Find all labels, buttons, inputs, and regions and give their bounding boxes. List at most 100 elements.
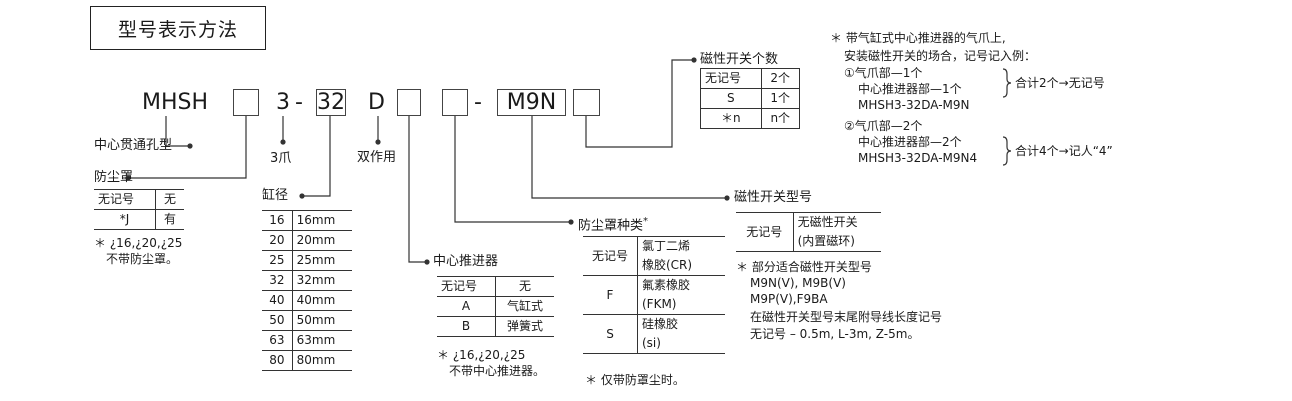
switch-model-note-1: ＊ 部分适合磁性开关型号 (736, 260, 872, 274)
switch-model-note-3: M9P(V),F9BA (750, 292, 828, 306)
example-2-c: MHSH3-32DA-M9N4 (858, 151, 978, 165)
pusher-note-2: 不带中心推进器。 (449, 364, 546, 378)
table-cell: F (583, 275, 638, 315)
table-cell: ＊n (700, 108, 762, 129)
example-line-1: ＊ 带气缸式中心推进器的气爪上, (830, 31, 1006, 45)
table-cell: n个 (760, 108, 800, 129)
table-cell: 20 (262, 230, 293, 251)
label-switch-model: 磁性开关型号 (734, 190, 813, 205)
label-double-acting: 双作用 (357, 150, 397, 165)
switch-model-note-4: 在磁性开关型号末尾附导线长度记号 (750, 310, 943, 324)
table-cell: 无记号 (736, 212, 794, 252)
code-prefix: MHSH (142, 90, 209, 115)
table-cell: 弹簧式 (495, 316, 554, 337)
table-cell: 16 (262, 210, 293, 231)
table-cell: 无记号 (437, 276, 496, 297)
example-1-a: ①气爪部—1个 (844, 66, 923, 80)
table-cell: 50mm (291, 310, 352, 331)
table-cell: 40mm (291, 290, 352, 311)
brace-2 (1002, 136, 1012, 166)
code-bore: 32 (316, 89, 346, 116)
table-cell: 40 (262, 290, 293, 311)
table-cell: 无 (155, 189, 184, 210)
line-dust-cover (128, 116, 247, 179)
table-cell: B (437, 316, 496, 337)
table-row: *J 有 (94, 209, 184, 230)
label-jaws: 3爪 (270, 151, 292, 166)
label-cover-type: 防尘罩种类* (578, 216, 649, 234)
table-cell: A (437, 296, 496, 317)
example-2-total: 合计4个→记人“4” (1015, 144, 1113, 158)
dust-cover-table: 无记号 无 *J 有 (94, 189, 184, 230)
switch-model-table: 无记号 无磁性开关(内置磁环) (736, 212, 881, 252)
brace-1 (1002, 68, 1012, 98)
page-title: 型号表示方法 (90, 6, 266, 50)
example-line-2: 安装磁性开关的场合，记号记入例： (844, 49, 1037, 63)
dot-jaws (280, 139, 286, 145)
line-bore (302, 116, 331, 197)
table-cell: 32 (262, 270, 293, 291)
example-1-total: 合计2个→无记号 (1015, 76, 1105, 90)
table-cell: 25mm (291, 250, 352, 271)
table-cell: 25 (262, 250, 293, 271)
code-slot-pusher (397, 89, 421, 116)
table-cell: 无磁性开关(内置磁环) (792, 212, 881, 252)
dot-dust-cover (125, 175, 131, 181)
dot-switch-count (691, 57, 697, 63)
code-slot-dust-cover (233, 89, 259, 116)
table-cell: 无记号 (583, 236, 638, 276)
example-2-b: 中心推进器部—2个 (858, 135, 962, 149)
table-cell: 32mm (291, 270, 352, 291)
line-cover-type (454, 116, 571, 223)
switch-model-note-2: M9N(V), M9B(V) (750, 276, 846, 290)
line-pusher (408, 116, 427, 263)
table-row: 无记号无 (437, 276, 554, 297)
table-cell: 无记号 (94, 189, 156, 210)
code-switch: M9N (497, 89, 566, 116)
table-cell: 63 (262, 330, 293, 351)
table-cell: 1个 (760, 88, 800, 109)
table-cell: 有 (155, 209, 184, 230)
code-dash-1: - (295, 90, 303, 115)
label-center-pusher: 中心推进器 (433, 254, 499, 269)
table-row: 无记号 无 (94, 189, 184, 210)
table-cell: 63mm (291, 330, 352, 351)
table-cell: 80mm (291, 350, 352, 371)
example-1-b: 中心推进器部—1个 (858, 82, 962, 96)
table-cell: 氯丁二烯橡胶(CR) (637, 236, 725, 276)
dot-pusher (424, 259, 430, 265)
table-cell: S (700, 88, 762, 109)
code-action: D (368, 90, 385, 115)
label-through-hole: 中心贯通孔型 (94, 138, 173, 153)
code-dash-2: - (474, 90, 482, 115)
line-through-hole (165, 116, 190, 147)
table-cell: 20mm (291, 230, 352, 251)
line-switch-count (585, 59, 694, 148)
example-2-a: ②气爪部—2个 (844, 119, 923, 133)
dot-through-hole (187, 143, 193, 149)
table-cell: 16mm (291, 210, 352, 231)
label-dust-cover: 防尘罩 (94, 170, 134, 185)
code-slot-switch-count (573, 89, 600, 116)
table-cell: 无 (495, 276, 554, 297)
table-cell: 50 (262, 310, 293, 331)
table-cell: 氟素橡胶(FKM) (637, 275, 725, 315)
switch-model-note-5: 无记号 – 0.5m, L-3m, Z-5m。 (750, 327, 920, 341)
pusher-note-1: ＊ ¿16,¿20,¿25 (437, 348, 526, 362)
table-row: 无记号 无磁性开关(内置磁环) (736, 212, 881, 252)
table-cell: 无记号 (700, 68, 762, 89)
line-switch-model (531, 116, 727, 199)
dot-bore (299, 193, 305, 199)
